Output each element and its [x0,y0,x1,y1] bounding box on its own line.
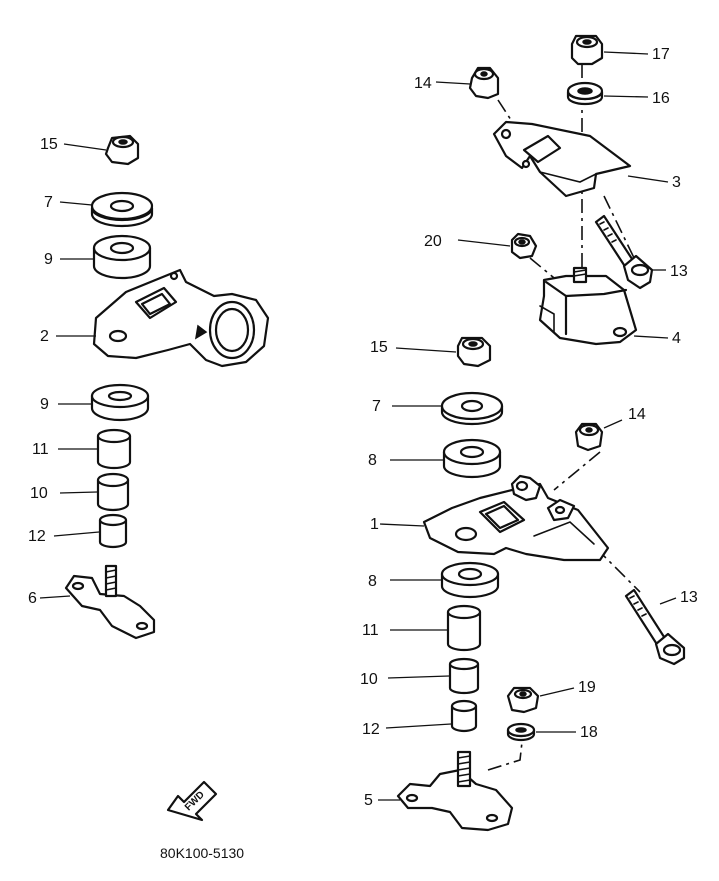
callout-11-right: 11 [362,622,379,639]
callout-2: 2 [40,328,49,345]
callout-12-left: 12 [28,528,46,545]
callout-15-right: 15 [370,339,388,356]
part-14-bolt-upper [468,66,500,100]
callout-9-left-bottom: 9 [40,396,49,413]
part-20-nut [510,232,538,260]
centerline-base [487,741,523,771]
callout-3: 3 [672,174,681,191]
callout-8-lower: 8 [368,573,377,590]
part-14-bolt-lower [574,422,604,452]
part-9-rubber-left-lower [90,383,150,422]
callout-4: 4 [672,330,681,347]
callout-14-upper: 14 [414,75,432,92]
callout-13-lower: 13 [680,589,698,606]
part-17-nut [570,34,604,66]
part-9-rubber-left [92,234,152,280]
callout-10-right: 10 [360,671,378,688]
callout-10-left: 10 [30,485,48,502]
callout-14-lower: 14 [628,406,646,423]
callout-16: 16 [652,90,670,107]
callout-17: 17 [652,46,670,63]
part-12-collar-right [450,699,478,733]
part-10-collar-right [448,657,480,695]
part-18-washer [506,722,536,742]
callout-7-right: 7 [372,398,381,415]
part-7-washer-left [90,191,154,228]
part-1-bracket [422,474,610,562]
part-16-washer [566,81,604,106]
part-10-collar-left [96,472,130,512]
callout-15-left: 15 [40,136,58,153]
part-3-bracket [492,120,632,198]
callout-5: 5 [364,792,373,809]
part-11-collar-right [446,604,482,652]
centerline-13-upper [603,195,637,263]
callout-8-upper: 8 [368,452,377,469]
part-7-washer-right [440,391,504,426]
fwd-arrow-icon: FWD [166,780,218,822]
part-6-base [64,564,156,640]
part-number-code: 80K100-5130 [160,845,244,861]
part-5-base [396,750,514,832]
part-15-nut-left [104,134,140,166]
callout-1: 1 [370,516,379,533]
callout-20: 20 [424,233,442,250]
part-11-collar-left [96,428,132,470]
part-2-bracket [92,268,270,368]
callout-12-right: 12 [362,721,380,738]
part-8-rubber-upper [442,438,502,479]
callout-6: 6 [28,590,37,607]
centerline-14-lower [553,451,601,491]
part-19-nut [506,686,540,714]
part-12-collar-left [98,513,128,549]
callout-19: 19 [578,679,596,696]
callout-9-left-top: 9 [44,251,53,268]
part-8-rubber-lower [440,561,500,599]
callout-7-left: 7 [44,194,53,211]
callout-18: 18 [580,724,598,741]
part-4-mount [538,266,638,346]
callout-11-left: 11 [32,441,49,458]
part-15-nut-right [456,336,492,368]
part-13-bolt-lower [624,588,686,666]
callout-13-upper: 13 [670,263,688,280]
part-13-bolt-upper [594,214,654,290]
